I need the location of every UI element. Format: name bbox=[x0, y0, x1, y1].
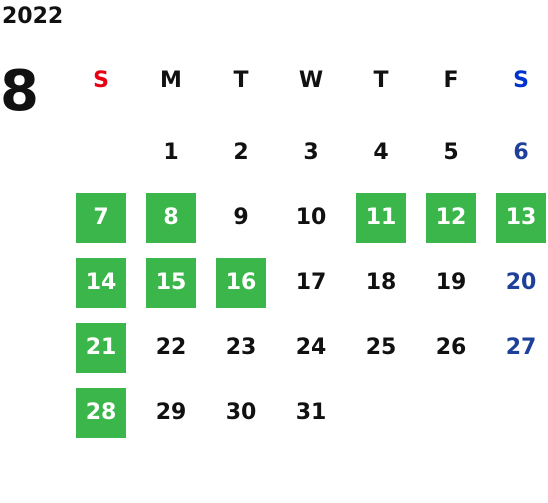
calendar-date[interactable]: 9 bbox=[233, 205, 249, 230]
highlighted-date[interactable]: 8 bbox=[146, 192, 196, 243]
day-cell: 24 bbox=[276, 315, 346, 380]
calendar-date[interactable]: 5 bbox=[443, 140, 459, 165]
day-cell: 15 bbox=[136, 250, 206, 315]
day-cell: 17 bbox=[276, 250, 346, 315]
day-cell: 30 bbox=[206, 380, 276, 445]
day-cell: 5 bbox=[416, 120, 486, 185]
highlighted-date[interactable]: 12 bbox=[426, 192, 476, 243]
day-cell: 9 bbox=[206, 185, 276, 250]
calendar-date[interactable]: 18 bbox=[365, 270, 397, 295]
day-cell: 11 bbox=[346, 185, 416, 250]
day-cell: 23 bbox=[206, 315, 276, 380]
calendar-date[interactable]: 20 bbox=[505, 270, 537, 295]
weekday-friday: F bbox=[443, 68, 459, 93]
calendar-date[interactable]: 2 bbox=[233, 140, 249, 165]
highlighted-date[interactable]: 7 bbox=[76, 192, 126, 243]
calendar-date[interactable]: 27 bbox=[505, 335, 537, 360]
day-cell: 12 bbox=[416, 185, 486, 250]
weekday-header: S M T W T F S bbox=[66, 62, 548, 100]
day-cell: 16 bbox=[206, 250, 276, 315]
day-cell: 2 bbox=[206, 120, 276, 185]
weekday-thursday: T bbox=[373, 68, 389, 93]
calendar-date[interactable]: 6 bbox=[513, 140, 529, 165]
highlighted-date[interactable]: 14 bbox=[76, 257, 126, 308]
calendar-date[interactable]: 25 bbox=[365, 335, 397, 360]
weekday-saturday: S bbox=[513, 68, 529, 93]
day-cell: 10 bbox=[276, 185, 346, 250]
highlighted-date[interactable]: 11 bbox=[356, 192, 406, 243]
day-cell: 22 bbox=[136, 315, 206, 380]
day-cell: 3 bbox=[276, 120, 346, 185]
day-cell: 28 bbox=[66, 380, 136, 445]
day-cell: 29 bbox=[136, 380, 206, 445]
day-cell: 13 bbox=[486, 185, 548, 250]
calendar-date[interactable]: 26 bbox=[435, 335, 467, 360]
weekday-tuesday: T bbox=[233, 68, 249, 93]
calendar-date[interactable]: 1 bbox=[163, 140, 179, 165]
day-cell: 8 bbox=[136, 185, 206, 250]
day-cell bbox=[416, 380, 486, 445]
day-cell bbox=[66, 120, 136, 185]
day-cell: 27 bbox=[486, 315, 548, 380]
day-cell: 7 bbox=[66, 185, 136, 250]
day-cell: 14 bbox=[66, 250, 136, 315]
day-cell: 18 bbox=[346, 250, 416, 315]
calendar-date[interactable]: 30 bbox=[225, 400, 257, 425]
day-cell: 31 bbox=[276, 380, 346, 445]
highlighted-date[interactable]: 13 bbox=[496, 192, 546, 243]
calendar-date[interactable]: 24 bbox=[295, 335, 327, 360]
day-cell: 26 bbox=[416, 315, 486, 380]
day-cell: 19 bbox=[416, 250, 486, 315]
weekday-monday: M bbox=[160, 68, 182, 93]
calendar-date[interactable]: 10 bbox=[295, 205, 327, 230]
month-number: 8 bbox=[0, 59, 39, 124]
calendar-date[interactable]: 19 bbox=[435, 270, 467, 295]
year-label: 2022 bbox=[2, 4, 64, 29]
calendar-date[interactable]: 31 bbox=[295, 400, 327, 425]
day-cell: 25 bbox=[346, 315, 416, 380]
highlighted-date[interactable]: 21 bbox=[76, 322, 126, 373]
calendar-date[interactable]: 23 bbox=[225, 335, 257, 360]
weekday-wednesday: W bbox=[298, 68, 324, 93]
day-cell: 1 bbox=[136, 120, 206, 185]
calendar-date[interactable]: 22 bbox=[155, 335, 187, 360]
day-cell bbox=[486, 380, 548, 445]
calendar-date[interactable]: 17 bbox=[295, 270, 327, 295]
day-cell: 6 bbox=[486, 120, 548, 185]
calendar-date[interactable]: 3 bbox=[303, 140, 319, 165]
calendar-date[interactable]: 4 bbox=[373, 140, 389, 165]
highlighted-date[interactable]: 16 bbox=[216, 257, 266, 308]
highlighted-date[interactable]: 15 bbox=[146, 257, 196, 308]
day-cell bbox=[346, 380, 416, 445]
day-cell: 20 bbox=[486, 250, 548, 315]
calendar-date[interactable]: 29 bbox=[155, 400, 187, 425]
day-cell: 21 bbox=[66, 315, 136, 380]
weekday-sunday: S bbox=[93, 68, 109, 93]
day-cell: 4 bbox=[346, 120, 416, 185]
highlighted-date[interactable]: 28 bbox=[76, 387, 126, 438]
